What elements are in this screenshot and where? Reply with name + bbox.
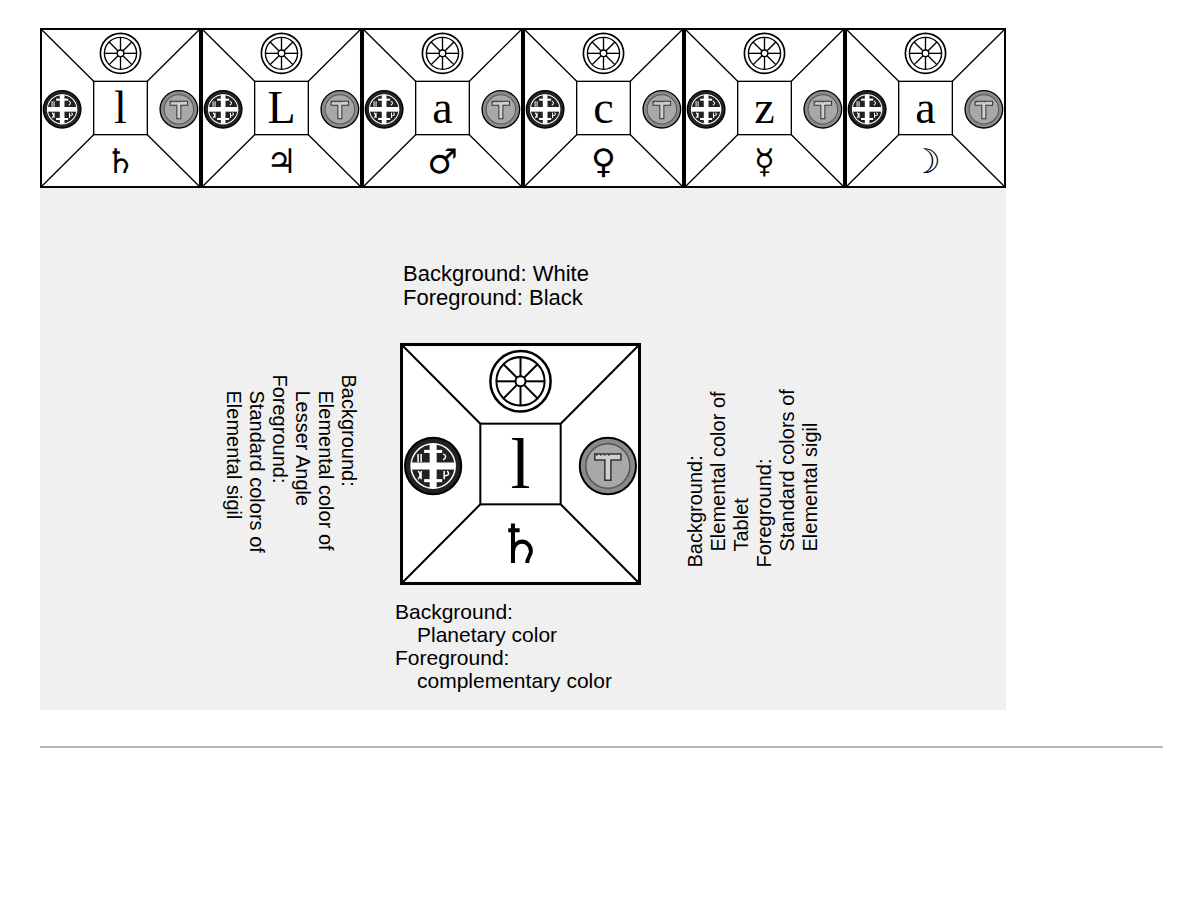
cross-sigil: [204, 91, 242, 128]
annotation-text: Background:: [336, 375, 359, 570]
sigil-tile: z☿: [684, 28, 845, 188]
wheel-sigil: [261, 33, 301, 73]
wheel-sigil: [744, 33, 784, 73]
planet-symbol: ♀: [563, 135, 644, 188]
cross-sigil: [365, 91, 403, 128]
sigil-tile: a♂: [362, 28, 523, 188]
annotation-text: Standard colors of Elemental sigil: [775, 373, 821, 552]
tablet-sigil: [580, 438, 636, 494]
annotation-text: Standard colors of Elemental sigil: [221, 391, 267, 570]
annotation-text: Elemental color of Lesser Angle: [290, 391, 336, 570]
sigil-tile: a☽: [845, 28, 1006, 188]
tile-letter: z: [738, 81, 792, 134]
annotation-text: Background: White: [403, 262, 723, 286]
sigil-tile: c♀: [523, 28, 684, 188]
tablet-sigil: [321, 91, 359, 128]
wheel-sigil: [583, 33, 623, 73]
cross-sigil: [526, 91, 564, 128]
planet-symbol: ♃: [241, 135, 322, 188]
annotation-text: Elemental color of Tablet: [706, 373, 752, 552]
cross-sigil: [848, 91, 886, 128]
annotation-text: Foreground: Black: [403, 286, 723, 310]
annotation-text: Foreground:: [752, 373, 775, 568]
annotation-text: Planetary color: [417, 623, 715, 646]
tablet-sigil: [160, 91, 198, 128]
wheel-sigil: [100, 33, 140, 73]
color-annotation: Background:Elemental color of Lesser Ang…: [221, 375, 359, 570]
annotation-text: Background:: [395, 600, 715, 623]
sigil-tile: l♄: [40, 28, 201, 188]
planet-symbol: ☿: [724, 135, 805, 188]
wheel-sigil: [905, 33, 945, 73]
tile-letter: L: [255, 81, 309, 134]
wheel-sigil: [490, 351, 550, 411]
tile-letter: a: [416, 81, 470, 134]
tablet-sigil: [804, 91, 842, 128]
tile-letter: l: [480, 424, 560, 505]
tile-letter: a: [899, 81, 953, 134]
annotation-text: complementary color: [417, 669, 715, 692]
color-annotation: Background:Elemental color of TabletFore…: [683, 373, 821, 568]
annotation-text: Foreground:: [395, 646, 715, 669]
cross-sigil: [405, 438, 461, 494]
color-annotation: Background:Planetary colorForeground:com…: [395, 600, 715, 692]
wheel-sigil: [422, 33, 462, 73]
cross-sigil: [687, 91, 725, 128]
planet-symbol: ♄: [460, 504, 581, 585]
planet-symbol: ♂: [402, 135, 483, 188]
planet-symbol: ☽: [885, 135, 966, 188]
color-annotation: Background: WhiteForeground: Black: [403, 262, 723, 310]
sigil-tile: l♄: [400, 343, 641, 585]
annotation-text: Foreground:: [267, 375, 290, 570]
tablet-sigil: [643, 91, 681, 128]
tile-letter: c: [577, 81, 631, 134]
tablet-sigil: [965, 91, 1003, 128]
tile-letter: l: [94, 81, 148, 134]
planet-symbol: ♄: [80, 135, 161, 188]
annotation-text: Background:: [683, 373, 706, 568]
sigil-tile: L♃: [201, 28, 362, 188]
cross-sigil: [43, 91, 81, 128]
tablet-sigil: [482, 91, 520, 128]
